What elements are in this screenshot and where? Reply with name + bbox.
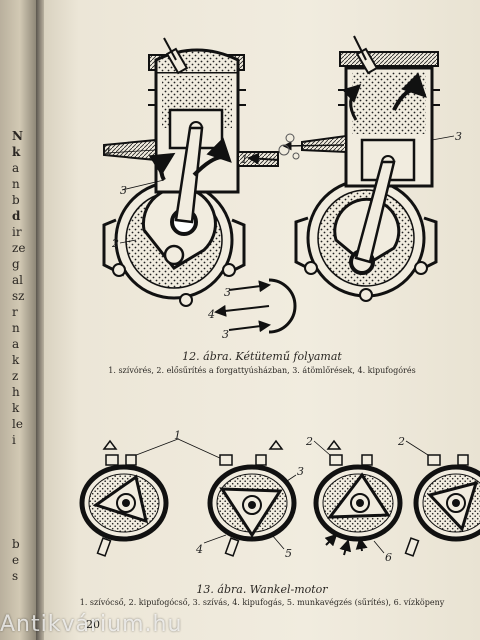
left-page-fragment: e (12, 553, 20, 567)
fig13-label: 3 (297, 465, 304, 478)
figure-12-two-stroke-diagram: 4 1 3 2 3 4 3 (102, 35, 462, 341)
page-number: 20 (86, 618, 100, 631)
figure-13-caption: 13. ábra. Wankel-motor (196, 583, 328, 596)
figure-12-legend: 1. szívórés, 2. elősűrítés a forgattyúsh… (108, 366, 416, 375)
book-page: 4 1 3 2 3 4 3 (44, 0, 480, 640)
book-spine (36, 0, 44, 640)
left-page-fragment: d (12, 209, 21, 223)
left-page-fragment: i (12, 433, 16, 447)
port-detail: 3 4 3 (207, 278, 297, 341)
fig13-label: 5 (285, 547, 292, 560)
left-page-fragment: le (12, 417, 23, 431)
fig12-label: 3 (224, 286, 231, 299)
left-page-fragment: s (12, 569, 19, 583)
left-page-fragment: k (12, 353, 20, 367)
fig12-label: 3 (222, 328, 229, 341)
left-page-fragment: ze (12, 241, 26, 255)
figure-13-legend: 1. szívócső, 2. kipufogócső, 3. szívás, … (79, 598, 445, 607)
wankel-stage-4: 2 (397, 435, 480, 557)
left-page-fragment: n (12, 321, 20, 335)
left-page-fragment: al (12, 273, 23, 287)
wankel-stage-2: 3 4 5 (195, 439, 304, 560)
left-page-fragment: k (12, 401, 20, 415)
fig12-label: 4 (207, 308, 215, 321)
wankel-stage-3: 2 6 (305, 435, 403, 564)
engine-left: 4 1 3 2 (102, 37, 280, 307)
fig13-label: 1 (174, 429, 181, 442)
left-facing-page: N k a n b d ir ze g al sz r n a k z h k … (0, 0, 36, 640)
left-page-fragment: n (12, 177, 20, 191)
figure-12-caption: 12. ábra. Kétütemű folyamat (182, 350, 342, 363)
left-page-fragment: ir (12, 225, 22, 239)
left-page-fragment: b (12, 537, 20, 551)
left-page-fragment: g (12, 257, 20, 271)
fig12-label: 2 (111, 237, 119, 250)
watermark: Antikvárium.hu (0, 612, 183, 637)
fig12-label: 1 (241, 153, 248, 166)
figure-13-wankel-diagram: 1 3 4 5 (79, 429, 480, 564)
left-page-fragment: b (12, 193, 20, 207)
left-page-fragment: k (12, 145, 21, 159)
left-page-fragment: h (12, 385, 20, 399)
left-page-fragment: a (12, 337, 20, 351)
left-page-fragment: sz (12, 289, 25, 303)
fig13-label: 2 (305, 435, 313, 448)
left-page-fragment: a (12, 161, 20, 175)
fig12-label: 3 (120, 184, 127, 197)
fig13-label: 4 (195, 543, 203, 556)
left-page-fragment: N (12, 129, 23, 143)
fig12-label: 4 (103, 146, 111, 159)
engine-right: 3 (278, 35, 462, 302)
fig13-label: 6 (385, 551, 392, 564)
fig12-label: 3 (455, 130, 462, 143)
fig13-label: 2 (397, 435, 405, 448)
left-page-fragment: z (12, 369, 19, 383)
left-page-fragment: r (12, 305, 18, 319)
wankel-stage-1 (79, 439, 169, 557)
